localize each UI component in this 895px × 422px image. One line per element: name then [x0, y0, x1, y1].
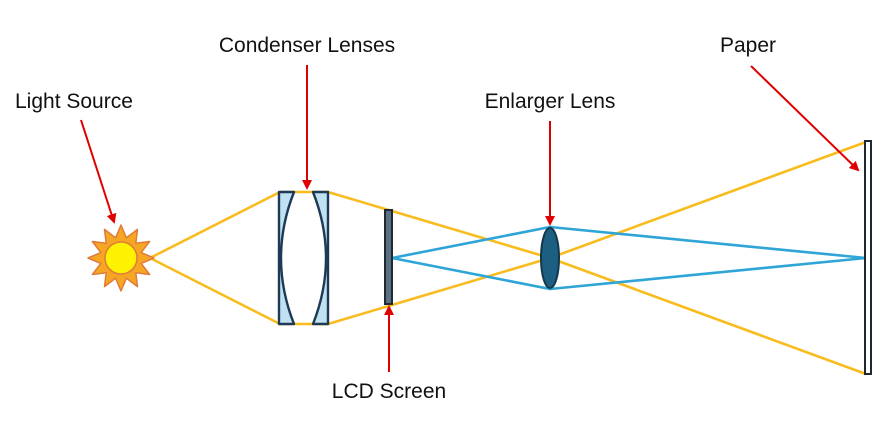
light-ray-diverging-top — [548, 140, 868, 260]
paper — [864, 140, 872, 375]
enlarger-lens — [540, 227, 560, 289]
label-lcd-screen: LCD Screen — [332, 380, 446, 403]
sun-icon — [87, 224, 155, 292]
sun-core — [104, 241, 138, 275]
arrow-paper — [750, 65, 860, 172]
image-ray-4 — [548, 256, 868, 291]
condenser-lens-right — [311, 190, 330, 326]
light-ray-converging-bottom — [326, 256, 552, 326]
condenser-lenses — [277, 190, 330, 326]
image-ray-1 — [390, 225, 552, 260]
light-ray-source-top — [148, 190, 282, 260]
light-ray-source-bottom — [148, 256, 282, 326]
light-ray-converging-top — [326, 190, 552, 260]
arrow-light-source — [80, 119, 117, 224]
light-rays — [148, 140, 868, 376]
condenser-lens-left — [277, 190, 296, 326]
label-light-source: Light Source — [15, 90, 133, 113]
label-paper: Paper — [720, 34, 776, 57]
light-ray-diverging-bottom — [548, 256, 868, 376]
label-condenser-lenses: Condenser Lenses — [219, 34, 395, 57]
image-ray-3 — [548, 225, 868, 260]
lcd-screen — [384, 209, 393, 305]
pointer-arrows — [80, 65, 860, 372]
image-rays — [390, 225, 868, 291]
image-ray-2 — [390, 256, 552, 291]
label-enlarger-lens: Enlarger Lens — [485, 90, 616, 113]
